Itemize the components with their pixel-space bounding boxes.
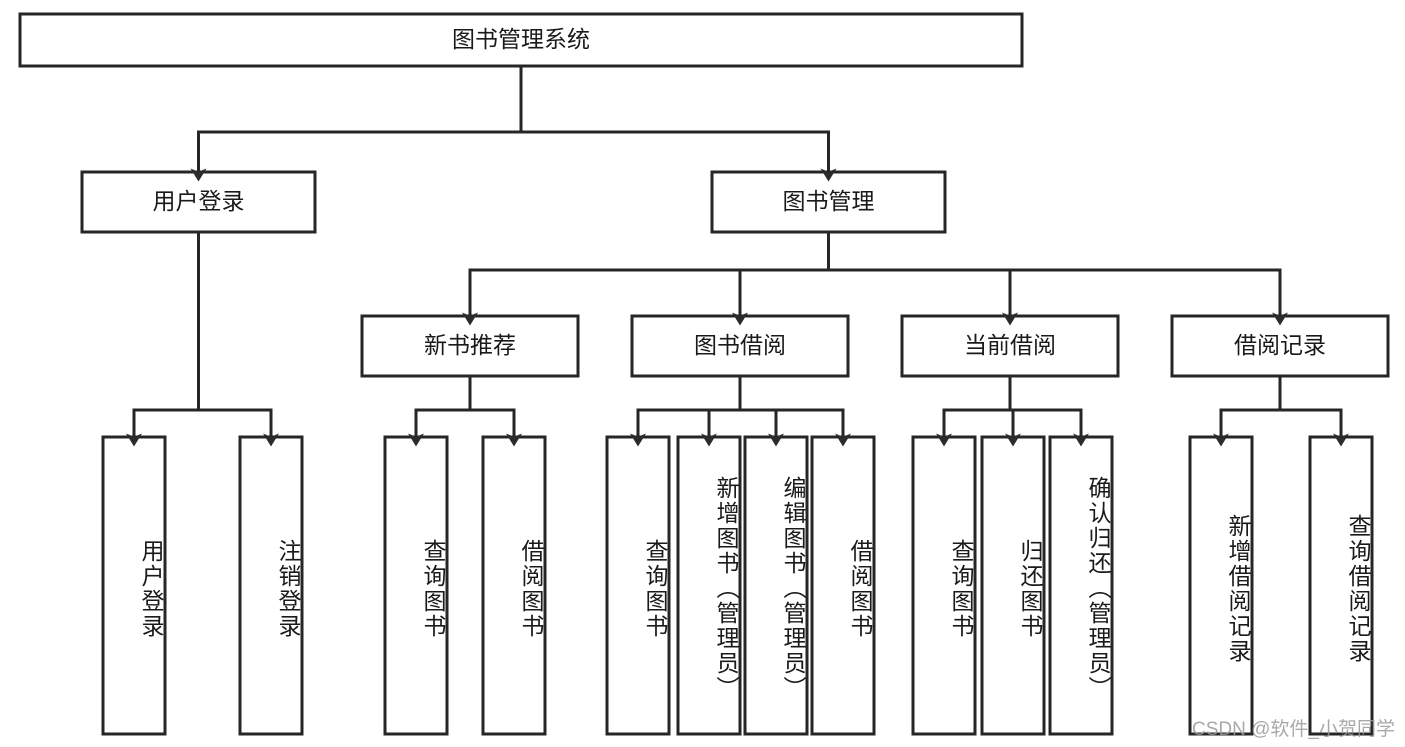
watermark: CSDN @软件_小贺同学 <box>1192 719 1395 740</box>
leaf-box-6[interactable] <box>743 435 809 736</box>
node-l2-0[interactable] <box>80 170 317 234</box>
leaf-box-3[interactable] <box>481 435 547 736</box>
boxes-layer <box>18 12 1390 736</box>
leaf-box-8[interactable] <box>911 435 977 736</box>
leaf-box-7[interactable] <box>810 435 876 736</box>
connectors-layer <box>126 64 1349 447</box>
leaf-box-10[interactable] <box>1048 435 1114 736</box>
node-l3-label-2: 当前借阅 <box>964 332 1056 358</box>
node-root-title-box[interactable] <box>18 12 1024 68</box>
leaf-box-12[interactable] <box>1308 435 1374 736</box>
node-l3-0[interactable] <box>360 314 580 378</box>
node-root-title-label: 图书管理系统 <box>452 26 590 52</box>
node-l3-2[interactable] <box>900 314 1120 378</box>
leaf-box-5[interactable] <box>676 435 742 736</box>
leaf-box-4[interactable] <box>605 435 671 736</box>
node-l3-label-1: 图书借阅 <box>694 332 786 358</box>
node-l3-label-0: 新书推荐 <box>424 332 516 358</box>
leaf-box-9[interactable] <box>980 435 1046 736</box>
leaf-box-1[interactable] <box>238 435 304 736</box>
node-l2-label-1: 图书管理 <box>783 188 875 214</box>
leaf-box-11[interactable] <box>1188 435 1254 736</box>
leaf-box-2[interactable] <box>383 435 449 736</box>
node-l2-label-0: 用户登录 <box>153 188 245 214</box>
leaf-box-0[interactable] <box>101 435 167 736</box>
node-l3-label-3: 借阅记录 <box>1234 332 1326 358</box>
